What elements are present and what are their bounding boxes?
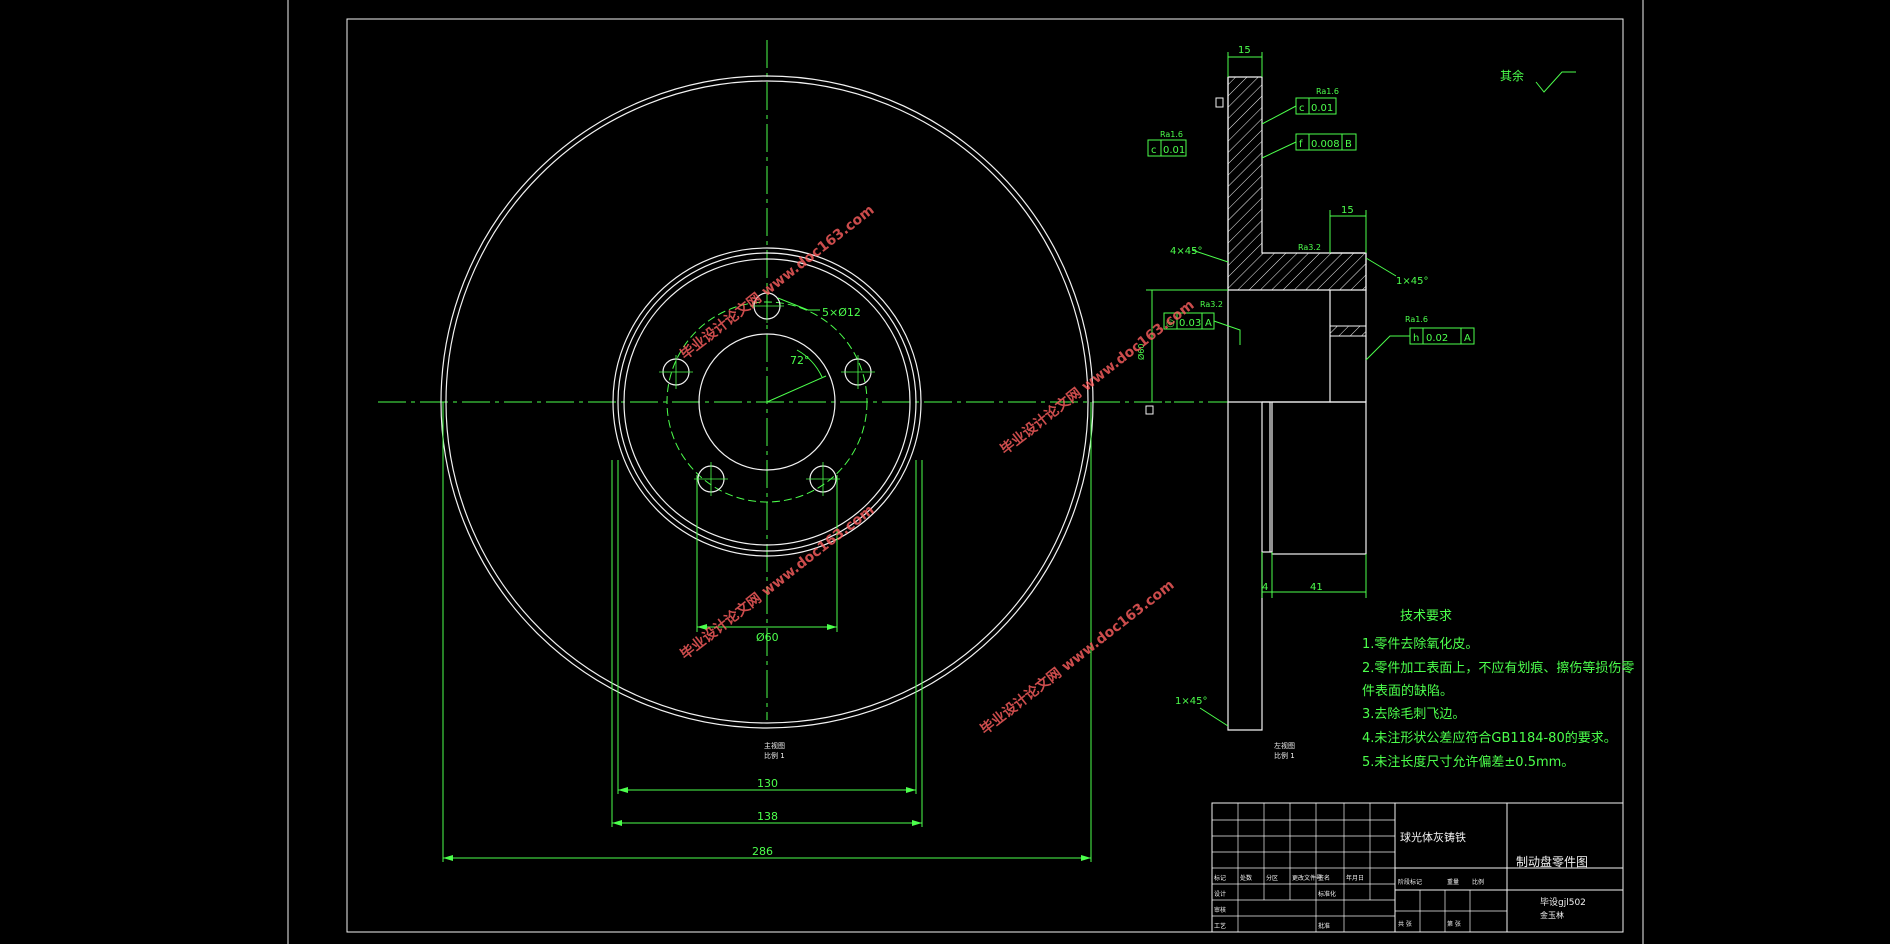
tech-requirements: 技术要求 1.零件去除氧化皮。 2.零件加工表面上，不应有划痕、擦伤等损伤零 件… [1362, 609, 1634, 770]
tol-val-3: 0.008 [1311, 139, 1340, 150]
tol-sym-4: ◎ [1166, 318, 1175, 329]
tol-ref-3: B [1345, 139, 1352, 150]
title-signature: 金玉林 [1540, 910, 1564, 920]
bolt-circle-dim: Ø60 [756, 631, 779, 644]
view-right-name: 左视图 [1274, 741, 1295, 750]
chamfer-1a-label: 1×45° [1396, 276, 1428, 287]
view-left-scale: 比例 1 [764, 751, 785, 760]
tol-val-5: 0.02 [1426, 333, 1448, 344]
dim-arrows [443, 624, 1091, 861]
view-right-scale: 比例 1 [1274, 751, 1295, 760]
datum-box-mid [1145, 405, 1154, 415]
tb-cell-11: 阶段标记 [1398, 878, 1422, 886]
tol-ref-5: A [1464, 333, 1471, 344]
tol-sym-2: c [1299, 103, 1305, 114]
front-view: 72° 5×Ø12 Ø60 130 138 286 [378, 40, 1180, 862]
tech-item-3: 3.去除毛刺飞边。 [1362, 707, 1465, 722]
section-view: 15 15 4×45° 1×45° 1×45° Ra1.6 Ra3.2 Ra1.… [1136, 45, 1475, 760]
hub-ref-dim: Ø60 [1136, 344, 1146, 360]
dim-4: 4 [1262, 582, 1268, 593]
tol-sym-1: c [1151, 145, 1157, 156]
tb-cell-8: 审核 [1214, 906, 1226, 914]
tb-cell-7: 标准化 [1318, 890, 1336, 898]
tol-val-4: 0.03 [1179, 318, 1201, 329]
roughness-a: Ra1.6 [1160, 130, 1183, 139]
bolt-hole-crosses [659, 289, 875, 496]
roughness-e: Ra1.6 [1405, 315, 1428, 324]
tb-cell-13: 比例 [1472, 878, 1484, 886]
tech-item-2: 2.零件加工表面上，不应有划痕、擦伤等损伤零 [1362, 660, 1634, 676]
bolt-hole-label: 5×Ø12 [822, 306, 861, 319]
title-material: 球光体灰铸铁 [1400, 830, 1466, 844]
dim-41: 41 [1310, 582, 1323, 593]
tb-cell-4: 签名 [1318, 874, 1330, 882]
tb-cell-12: 重量 [1447, 878, 1459, 886]
title-block: 球光体灰铸铁 制动盘零件图 毕设gjl502 金玉林 标记 处数 分区 更改文件… [1211, 802, 1624, 933]
chamfer-4-label: 4×45° [1170, 246, 1202, 257]
tb-cell-5: 年月日 [1346, 874, 1364, 882]
roughness-c: Ra1.6 [1316, 87, 1339, 96]
chamfer-1b-label: 1×45° [1175, 696, 1207, 707]
tech-title: 技术要求 [1400, 609, 1452, 624]
tb-cell-1: 处数 [1240, 874, 1252, 882]
tol-sym-5: h [1413, 333, 1419, 344]
thick-top-dim: 15 [1238, 45, 1251, 56]
tol-val-2: 0.01 [1311, 103, 1333, 114]
outer-d-dim: 286 [752, 845, 773, 858]
datum-box-top [1215, 97, 1224, 108]
angle-label: 72° [790, 354, 810, 367]
centerlines [378, 40, 1180, 720]
tol-sym-3: f [1299, 139, 1303, 150]
tech-item-1: 1.零件去除氧化皮。 [1362, 637, 1478, 652]
tb-cell-10: 批准 [1318, 922, 1330, 930]
drawing-frame [287, 0, 1644, 944]
view-left-name: 主视图 [764, 741, 785, 750]
title-drawing-no: 毕设gjl502 [1540, 896, 1586, 908]
tb-cell-15: 第 张 [1447, 920, 1461, 928]
rest-roughness-symbol [1535, 71, 1576, 93]
disc-circles [440, 75, 1094, 729]
tol-val-1: 0.01 [1163, 145, 1185, 156]
tolerance-frames [1147, 97, 1475, 361]
roughness-b: Ra3.2 [1298, 243, 1321, 252]
diameter-dims [442, 402, 1092, 862]
rest-roughness-label: 其余 [1500, 68, 1524, 83]
roughness-d: Ra3.2 [1200, 300, 1223, 309]
tech-item-4: 4.未注形状公差应符合GB1184-80的要求。 [1362, 730, 1617, 746]
tech-item-5: 5.未注长度尺寸允许偏差±0.5mm。 [1362, 754, 1574, 770]
tb-cell-3: 更改文件号 [1292, 874, 1322, 882]
angle-arc [796, 349, 823, 378]
tb-cell-14: 共 张 [1398, 920, 1412, 928]
tb-cell-2: 分区 [1266, 874, 1278, 882]
hub-ring-hatch [1329, 325, 1367, 337]
tech-item-2b: 件表面的缺陷。 [1362, 683, 1453, 699]
inner-d-dim: 130 [757, 777, 778, 790]
hub-d-dim: 138 [757, 810, 778, 823]
title-part-name: 制动盘零件图 [1516, 854, 1588, 869]
tb-cell-0: 标记 [1214, 874, 1226, 882]
thick-hub-dim: 15 [1341, 205, 1354, 216]
tb-cell-9: 工艺 [1214, 922, 1226, 930]
tol-ref-4: A [1205, 318, 1212, 329]
tb-cell-6: 设计 [1214, 890, 1226, 898]
